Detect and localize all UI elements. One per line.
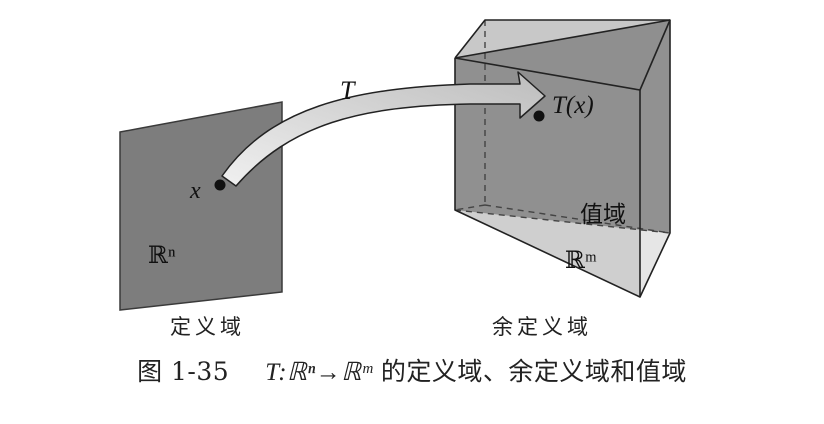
box-outline xyxy=(454,19,671,298)
hidden-edge-2 xyxy=(484,204,671,234)
domain-point-label: x xyxy=(189,178,201,204)
codomain-caption: 余定义域 xyxy=(492,315,592,339)
diagram-svg: T T(x) x ℝⁿ ℝᵐ 值域 定义域 余定义域 xyxy=(119,19,671,339)
range-top-edge xyxy=(454,19,671,59)
domain-caption: 定义域 xyxy=(170,315,245,339)
codomain-space-label: ℝᵐ xyxy=(565,248,597,274)
domain-plane xyxy=(119,101,283,311)
hidden-edge-3 xyxy=(454,204,486,211)
domain-point-dot xyxy=(214,179,226,191)
figure-caption: 图 1-35 T:ℝⁿ→ℝᵐ 的定义域、余定义域和值域 xyxy=(0,352,824,388)
arrow-body xyxy=(221,71,546,187)
hidden-edge-4 xyxy=(454,209,671,234)
top-right-edge xyxy=(639,19,671,91)
range-label: 值域 xyxy=(580,202,626,228)
map-label: T xyxy=(340,76,356,105)
range-plane xyxy=(455,20,670,233)
caption-text: 的定义域、余定义域和值域 xyxy=(380,357,687,386)
map-arrow xyxy=(221,71,546,187)
figure-number: 图 1-35 xyxy=(137,357,230,386)
codomain-box xyxy=(454,19,671,298)
domain-space-label: ℝⁿ xyxy=(148,243,176,269)
image-point-dot xyxy=(533,110,545,122)
image-point-label: T(x) xyxy=(552,92,594,119)
front-top-edge xyxy=(454,57,641,91)
caption-math: T:ℝⁿ→ℝᵐ xyxy=(265,359,373,386)
